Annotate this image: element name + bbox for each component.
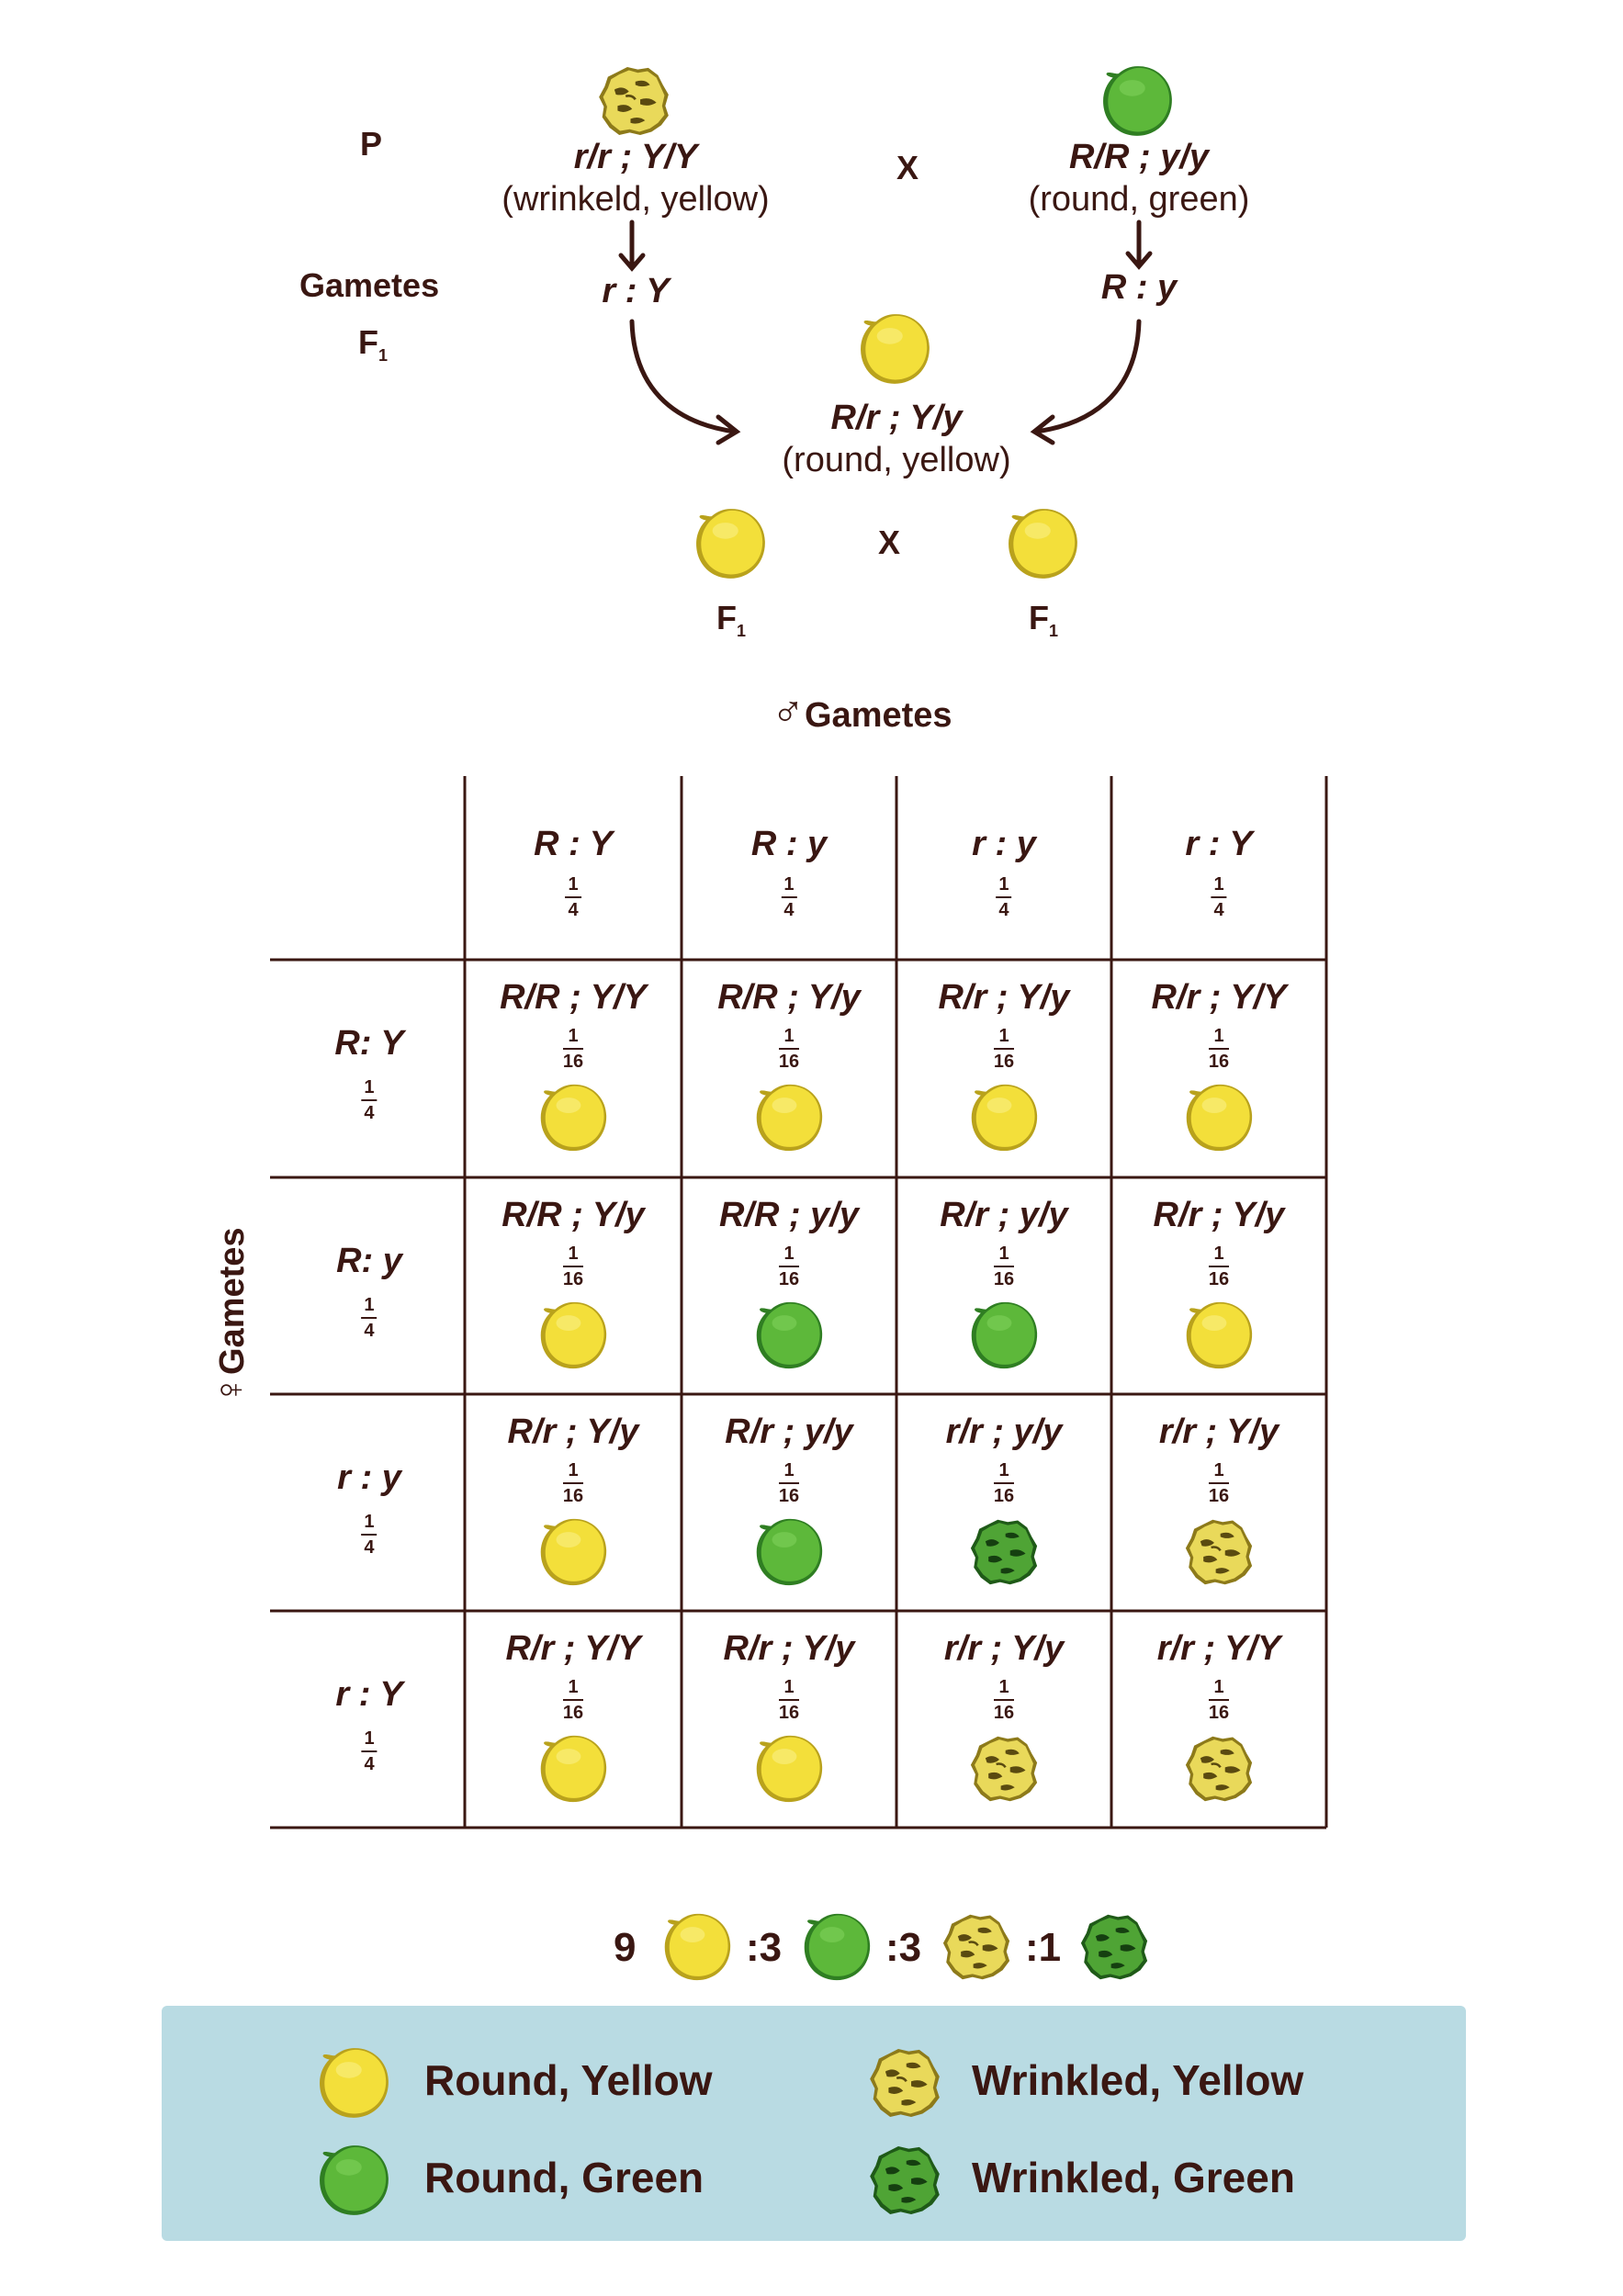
ratio-wrinkled-yellow-count: :3 [885,1925,922,1970]
round-yellow-pea-icon [312,2043,395,2123]
parent1-phenotype: (wrinkeld, yellow) [502,180,770,219]
f1-right-label: F1 [1029,599,1059,641]
ratio-round-yellow-count: 9 [614,1925,637,1970]
legend-label-wrinkled-green: Wrinkled, Green [972,2154,1295,2201]
round-green-pea-icon [312,2140,395,2221]
f1-generation-label: F1 [358,323,389,366]
male-gametes-header: ♂Gametes [772,688,952,737]
round-yellow-pea-icon [534,1297,613,1374]
cross-arrows [618,219,1153,445]
wrinkled-yellow-pea-icon [1179,1514,1258,1591]
parent2-genotype: R/R ; y/y [1068,138,1210,176]
parent1-genotype: r/r ; Y/Y [573,138,698,176]
round-yellow-pea-icon [750,1730,828,1807]
parent2-gamete: R : y [1100,268,1178,307]
round-green-pea-icon [964,1297,1043,1374]
wrinkled-green-pea-icon [863,2140,946,2221]
punnett-grid-lines [270,776,1328,1829]
round-yellow-pea-icon [534,1079,613,1156]
f1-left-label: F1 [716,599,747,641]
wrinkled-yellow-pea-icon [863,2043,946,2123]
round-green-pea-icon [750,1514,828,1591]
wrinkled-green-pea-icon [1075,1908,1154,1986]
p-generation-label: P [360,125,383,163]
f1-genotype: R/r ; Y/y [830,399,963,437]
male-symbol-icon: ♂ [772,688,805,737]
parent2-phenotype: (round, green) [1028,180,1250,219]
wrinkled-green-pea-icon [964,1514,1043,1591]
cross-symbol-bottom: X [878,523,901,561]
round-yellow-pea-icon [964,1079,1043,1156]
gametes-generation-label: Gametes [299,266,440,304]
legend-label-wrinkled-yellow: Wrinkled, Yellow [972,2056,1304,2104]
round-yellow-pea-icon [534,1514,613,1591]
parent1-gamete: r : Y [602,272,670,310]
round-green-pea-icon [750,1297,828,1374]
wrinkled-yellow-pea-icon [937,1908,1016,1986]
round-yellow-pea-icon [750,1079,828,1156]
ratio-round-green-count: :3 [746,1925,783,1970]
f1-phenotype: (round, yellow) [782,441,1011,479]
round-yellow-pea-icon [658,1908,737,1986]
legend-label-round-green: Round, Green [424,2154,704,2201]
round-green-pea-icon [797,1908,876,1986]
wrinkled-yellow-pea-icon [964,1730,1043,1807]
ratio-wrinkled-green-count: :1 [1025,1925,1062,1970]
round-yellow-pea-icon [1179,1079,1258,1156]
wrinkled-yellow-pea-icon [1179,1730,1258,1807]
round-yellow-pea-icon [534,1730,613,1807]
cross-symbol-top: X [896,149,919,186]
round-yellow-pea-icon [1179,1297,1258,1374]
legend-label-round-yellow: Round, Yellow [424,2056,713,2104]
